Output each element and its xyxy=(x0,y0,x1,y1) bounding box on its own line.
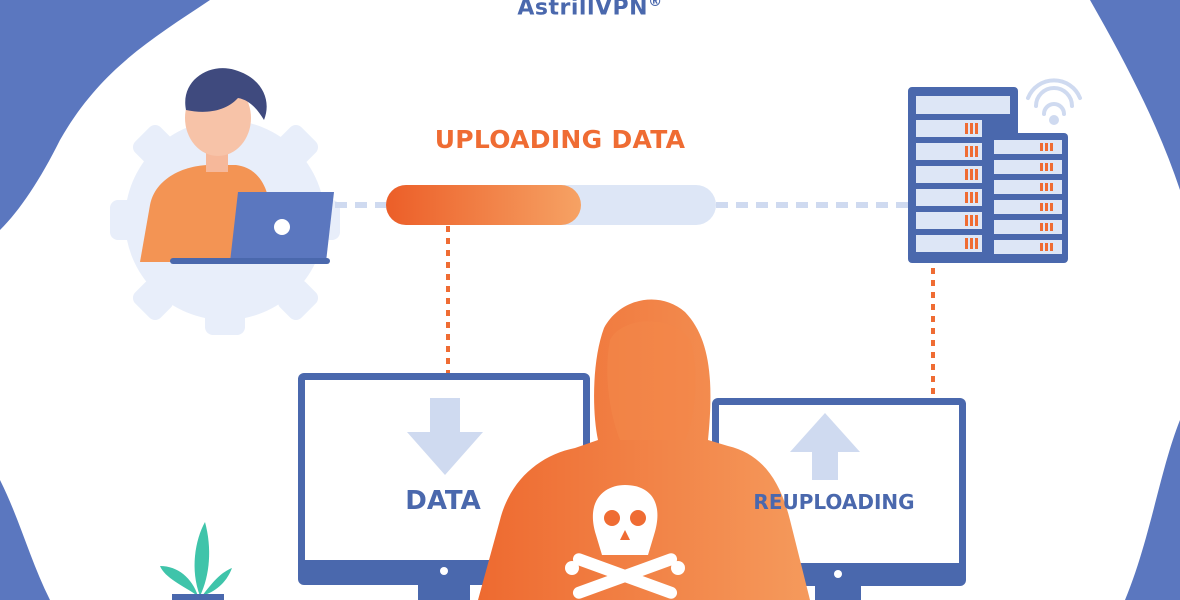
upload-title: UPLOADING DATA xyxy=(434,125,686,154)
server-led xyxy=(1050,243,1053,251)
server-led xyxy=(1050,203,1053,211)
arrow-up-icon xyxy=(790,413,860,480)
server-led xyxy=(1045,223,1048,231)
server-led xyxy=(1045,203,1048,211)
laptop-icon xyxy=(170,192,334,264)
server-led xyxy=(1040,223,1043,231)
server-led xyxy=(965,146,968,157)
tap-lines xyxy=(446,226,935,398)
left-screen-label: DATA xyxy=(405,486,481,516)
server-led xyxy=(975,146,978,157)
server-led xyxy=(975,192,978,203)
server-led xyxy=(1050,143,1053,151)
server-led xyxy=(970,123,973,134)
skull-icon xyxy=(565,485,685,599)
server-led xyxy=(975,215,978,226)
server-led xyxy=(965,215,968,226)
server-led xyxy=(970,192,973,203)
server-led xyxy=(965,192,968,203)
server-led xyxy=(1050,183,1053,191)
server-led xyxy=(970,215,973,226)
server-led xyxy=(1050,223,1053,231)
server-led xyxy=(975,123,978,134)
wifi-icon xyxy=(1026,78,1082,125)
server-led xyxy=(975,169,978,180)
server-led xyxy=(1045,143,1048,151)
server-led xyxy=(965,238,968,249)
server-led xyxy=(965,169,968,180)
plant-icon xyxy=(160,522,232,600)
server-led xyxy=(1040,143,1043,151)
server-led xyxy=(1045,243,1048,251)
server-led xyxy=(970,238,973,249)
server-led xyxy=(1040,203,1043,211)
server-led xyxy=(970,169,973,180)
server-led xyxy=(1040,183,1043,191)
arrow-down-icon xyxy=(407,398,483,475)
server-led xyxy=(1040,163,1043,171)
server-led xyxy=(970,146,973,157)
upload-progress-bar xyxy=(386,185,716,225)
server-led xyxy=(975,238,978,249)
server-led xyxy=(1045,163,1048,171)
server-icon xyxy=(908,87,1068,263)
hacker-figure xyxy=(478,299,810,600)
server-led xyxy=(1045,183,1048,191)
right-screen-label: REUPLOADING xyxy=(753,490,915,514)
server-led xyxy=(1050,163,1053,171)
server-led xyxy=(965,123,968,134)
server-led xyxy=(1040,243,1043,251)
brand-logo: AstrillVPN® xyxy=(517,0,663,21)
progress-fill xyxy=(386,185,581,225)
